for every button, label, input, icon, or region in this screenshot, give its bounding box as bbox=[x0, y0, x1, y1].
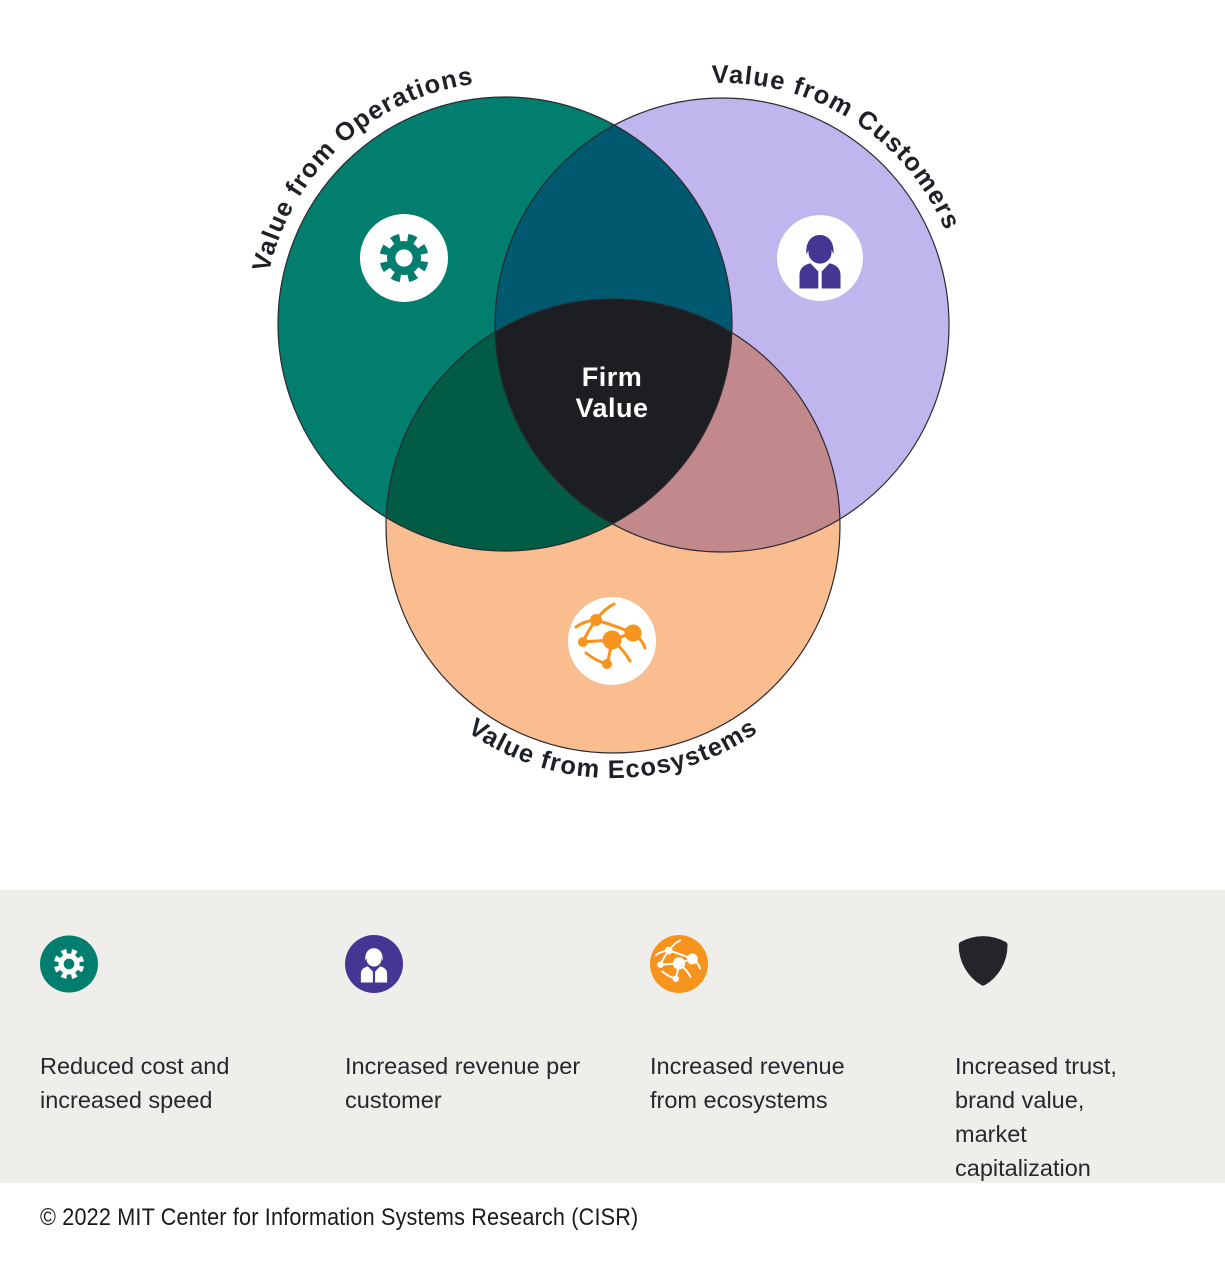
legend-text-ecosystems: Increased revenue from ecosystems bbox=[650, 1053, 845, 1113]
copyright-text: © 2022 MIT Center for Information System… bbox=[40, 1204, 639, 1231]
gear-icon bbox=[360, 214, 448, 302]
outline-operations bbox=[277, 96, 733, 552]
network-icon bbox=[568, 597, 656, 685]
firm-value-label-line2: Value bbox=[575, 393, 648, 423]
firm-value-label-line1: Firm bbox=[582, 362, 643, 392]
legend-band: Reduced cost and increased speed Increas… bbox=[0, 890, 1225, 1183]
venn-diagram: Firm Value Value from Operations Value f… bbox=[247, 61, 964, 784]
person-icon bbox=[345, 935, 403, 993]
outline-ecosystems bbox=[385, 298, 841, 754]
legend-text-customers: Increased revenue per customer bbox=[345, 1053, 581, 1113]
legend-text-operations: Reduced cost and increased speed bbox=[40, 1053, 230, 1113]
venn-svg: Firm Value Value from Operations Value f… bbox=[247, 61, 964, 784]
person-icon bbox=[777, 215, 863, 301]
legend-text-firm-value: Increased trust, brand value, market cap… bbox=[955, 1053, 1117, 1181]
outline-customers bbox=[494, 97, 950, 553]
shield-icon bbox=[955, 935, 1015, 995]
gear-icon bbox=[40, 935, 98, 993]
network-icon bbox=[650, 935, 708, 993]
